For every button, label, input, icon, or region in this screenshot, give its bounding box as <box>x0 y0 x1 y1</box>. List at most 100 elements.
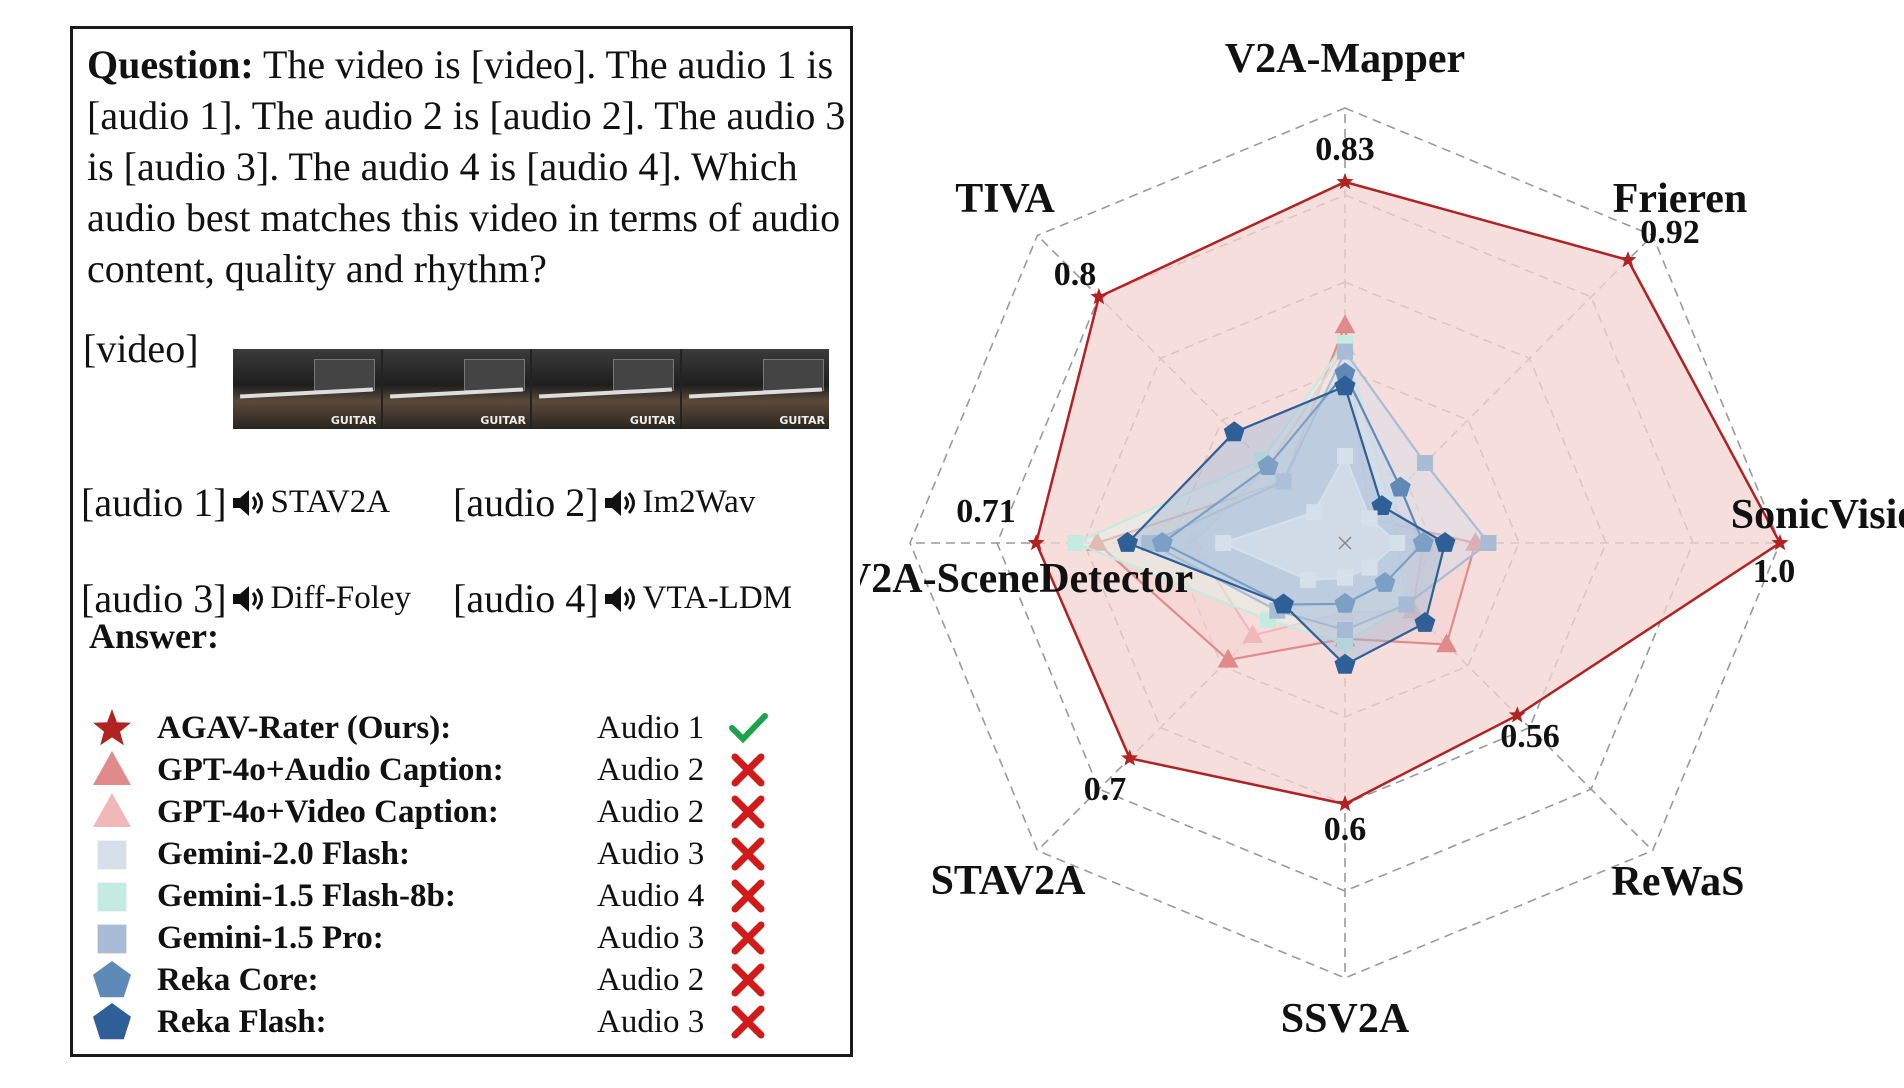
legend-answer: Audio 1 <box>597 709 705 746</box>
legend-model-name: Gemini-1.5 Flash-8b: <box>157 877 456 914</box>
axis-label: V2A-Mapper <box>1225 36 1465 82</box>
legend-item: GPT-4o+Audio Caption:Audio 2 <box>87 749 847 791</box>
data-point <box>1337 635 1353 651</box>
cross-icon <box>731 753 765 787</box>
legend-marker-icon <box>97 882 127 912</box>
legend-model-name: Gemini-2.0 Flash: <box>157 835 410 872</box>
data-point <box>1361 559 1378 576</box>
data-point <box>1389 535 1406 551</box>
audio-model-name: Im2Wav <box>642 484 756 520</box>
audio-tag: [audio 4] <box>453 576 599 621</box>
legend-marker-icon <box>93 793 131 827</box>
data-point <box>1334 653 1356 674</box>
legend-model-name: Gemini-1.5 Pro: <box>157 919 384 956</box>
legend-marker-icon <box>97 840 127 870</box>
cross-icon <box>731 963 765 997</box>
legend-item: Gemini-1.5 Flash-8b: Audio 4 <box>87 875 847 917</box>
axis-label: TIVA <box>955 176 1055 222</box>
audio-model-name: Diff-Foley <box>270 580 412 616</box>
legend-item: Gemini-1.5 Pro:Audio 3 <box>87 917 847 959</box>
answer-heading: Answer: <box>89 616 219 656</box>
data-point <box>1412 532 1434 552</box>
data-point <box>1334 592 1356 613</box>
speaker-icon[interactable] <box>231 584 267 614</box>
data-point <box>1417 455 1433 471</box>
data-point <box>1217 648 1239 668</box>
video-frame: GUITAR <box>233 349 381 429</box>
axis-label: SSV2A <box>1281 996 1410 1042</box>
data-point <box>1436 633 1457 653</box>
data-point <box>1117 532 1138 552</box>
data-point <box>1371 495 1393 515</box>
question-text: Question: The video is [video]. The audi… <box>87 39 847 294</box>
legend-item: Gemini-2.0 Flash: Audio 3 <box>87 833 847 875</box>
audio-model-name: VTA-LDM <box>642 580 793 616</box>
cross-icon <box>731 921 765 955</box>
audio-item-4: [audio 4] VTA-LDM <box>453 575 792 622</box>
series-7 <box>1117 375 1456 674</box>
legend-model-name: Reka Core: <box>157 961 319 998</box>
legend-answer: Audio 4 <box>597 877 705 914</box>
series-3 <box>1215 448 1406 588</box>
audio-tag: [audio 3] <box>81 576 227 621</box>
frame-tag: GUITAR <box>629 414 676 427</box>
data-point <box>1027 534 1045 551</box>
data-point <box>1337 448 1353 464</box>
data-point <box>1619 251 1637 268</box>
legend-answer: Audio 3 <box>597 835 705 872</box>
question-label: Question: <box>87 42 254 87</box>
legend-item: AGAV-Rater (Ours): Audio 1 <box>87 707 847 749</box>
frame-tag: GUITAR <box>330 414 377 427</box>
value-label: 1.0 <box>1753 553 1796 590</box>
legend-answer: Audio 3 <box>597 1003 705 1040</box>
data-point <box>1389 476 1411 497</box>
audio-item-2: [audio 2] Im2Wav <box>453 479 755 526</box>
data-point <box>1337 343 1353 360</box>
data-point <box>1223 421 1245 442</box>
axis-label: STAV2A <box>931 858 1087 904</box>
data-point <box>1242 624 1264 643</box>
speaker-icon[interactable] <box>231 488 267 518</box>
legend-item: Reka Flash: Audio 3 <box>87 1001 847 1043</box>
audio-tag: [audio 2] <box>453 480 599 525</box>
legend-answer: Audio 2 <box>597 793 705 830</box>
legend-item: GPT-4o+Video Caption: Audio 2 <box>87 791 847 833</box>
legend-model-name: GPT-4o+Video Caption: <box>157 793 499 830</box>
data-point <box>1257 455 1279 475</box>
value-label: 0.56 <box>1500 718 1560 755</box>
data-point <box>1374 572 1396 592</box>
question-body: The video is [video]. The audio 1 is [au… <box>87 42 846 291</box>
data-point <box>1182 532 1204 551</box>
center-mark <box>1338 536 1352 550</box>
video-frame: GUITAR <box>532 349 680 429</box>
radar-chart: V2A-Mapper0.83Frieren0.92SonicVisionLM1.… <box>860 36 1904 1042</box>
legend-model-name: AGAV-Rater (Ours): <box>157 709 452 746</box>
series-0 <box>1027 173 1789 812</box>
speaker-icon[interactable] <box>603 488 639 518</box>
audio-model-name: STAV2A <box>270 484 391 520</box>
frame-tag: GUITAR <box>480 414 526 427</box>
series-5 <box>1141 343 1497 638</box>
video-label: [video] <box>83 326 199 371</box>
data-point <box>1151 532 1173 552</box>
legend-model-name: Reka Flash: <box>157 1003 327 1040</box>
video-thumbnail-strip: GUITAR GUITAR GUITAR GUITAR <box>233 349 829 429</box>
data-point <box>1771 534 1789 551</box>
cross-icon <box>731 1005 765 1039</box>
axis-label: SonicVisionLM <box>1731 492 1904 538</box>
legend-marker-icon <box>93 1003 131 1040</box>
data-point <box>1336 795 1354 812</box>
data-point <box>1334 375 1356 396</box>
speaker-icon[interactable] <box>603 584 639 614</box>
video-frame: GUITAR <box>382 349 530 429</box>
legend-model-name: GPT-4o+Audio Caption: <box>157 751 504 788</box>
data-point <box>1121 749 1139 766</box>
cross-icon <box>731 879 765 913</box>
legend-marker-icon <box>93 709 131 746</box>
data-point <box>1273 593 1294 614</box>
data-point <box>1334 362 1356 383</box>
data-point <box>1090 287 1108 305</box>
axis-label: ReWaS <box>1611 859 1744 905</box>
data-point <box>1508 706 1526 723</box>
value-label: 0.7 <box>1084 771 1127 808</box>
